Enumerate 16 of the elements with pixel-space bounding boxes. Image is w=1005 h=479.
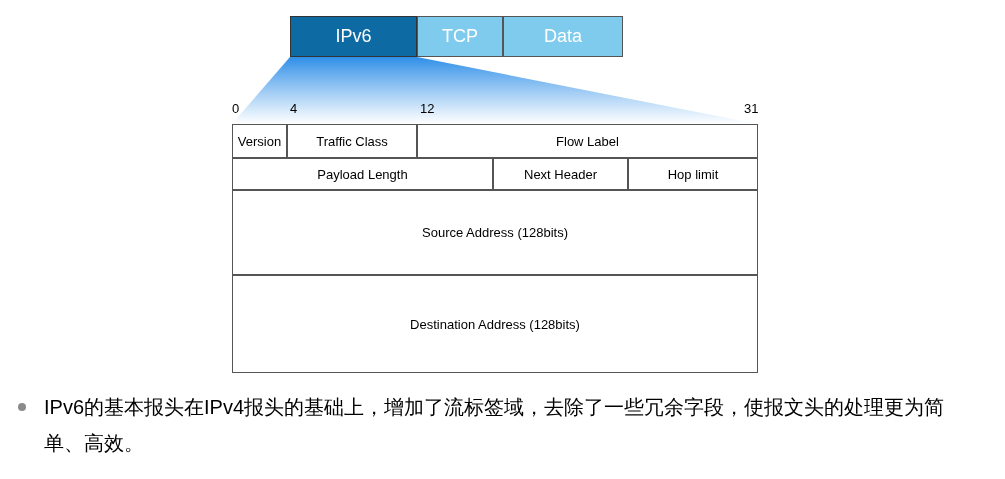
header-field: Version [232,124,287,158]
bullet-text: IPv6的基本报头在IPv4报头的基础上，增加了流标签域，去除了一些冗余字段，使报文头的处理更为简单、高效。 [44,395,946,456]
header-field: Next Header [493,158,628,190]
header-field: Hop limit [628,158,758,190]
protocol-box: IPv6 [290,16,417,57]
protocol-box: TCP [417,16,503,57]
header-field: Payload Length [232,158,493,190]
header-field: Destination Address (128bits) [232,275,758,373]
header-field: Traffic Class [287,124,417,158]
bit-number: 0 [232,101,240,116]
bit-number: 4 [290,101,298,116]
bit-number: 31 [744,101,759,116]
protocol-box: Data [503,16,623,57]
bit-number: 12 [420,101,435,116]
header-field: Flow Label [417,124,758,158]
header-field: Source Address (128bits) [232,190,758,275]
